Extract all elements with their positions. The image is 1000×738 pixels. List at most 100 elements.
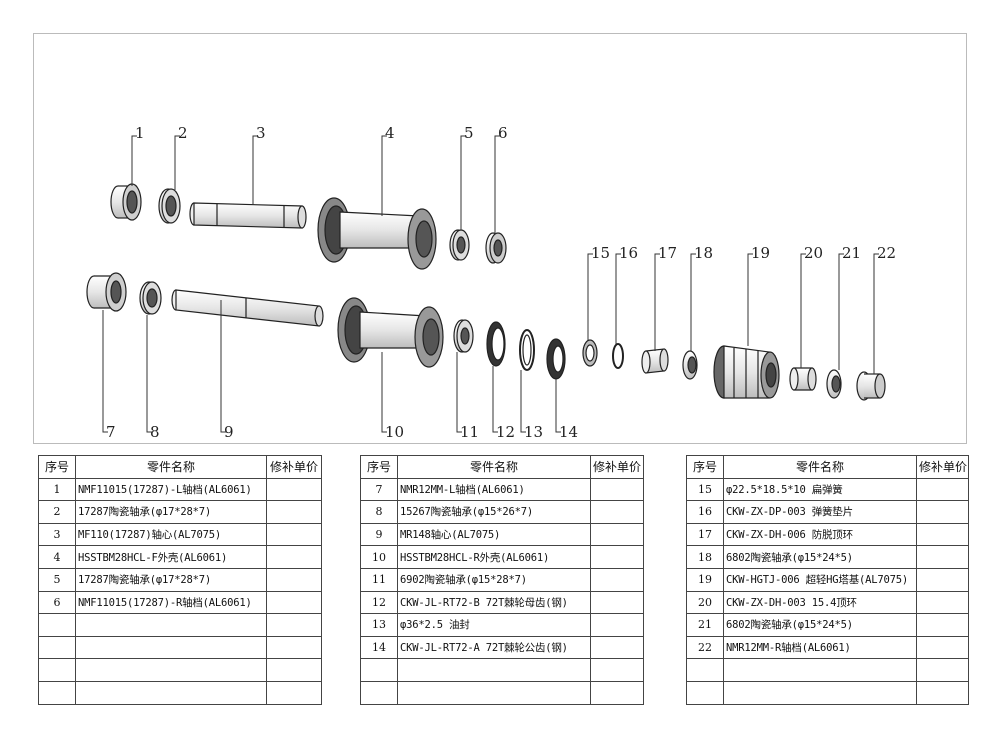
table-header-row: 序号 零件名称 修补单价 bbox=[38, 455, 322, 479]
callout-15: 15 bbox=[591, 244, 610, 262]
table-header-row: 序号 零件名称 修补单价 bbox=[686, 455, 969, 479]
row-price bbox=[266, 635, 322, 660]
callout-7: 7 bbox=[106, 423, 116, 441]
part-18-bearing bbox=[682, 350, 698, 380]
row-name: φ36*2.5 油封 bbox=[397, 613, 591, 637]
row-name bbox=[397, 658, 591, 682]
row-name: NMR12MM-L轴档(AL6061) bbox=[397, 477, 591, 502]
row-name: CKW-HGTJ-006 超轻HG塔基(AL7075) bbox=[723, 567, 917, 592]
row-name: MR148轴心(AL7075) bbox=[397, 522, 591, 547]
part-2-bearing bbox=[158, 188, 181, 224]
callout-13: 13 bbox=[524, 423, 543, 441]
row-price bbox=[266, 567, 322, 592]
row-price bbox=[266, 658, 322, 682]
part-8-bearing bbox=[139, 281, 162, 315]
part-14-ratchet-male bbox=[546, 338, 566, 380]
part-19-freehub-body bbox=[713, 345, 780, 399]
row-price bbox=[916, 567, 969, 592]
row-name: φ22.5*18.5*10 扁弹簧 bbox=[723, 477, 917, 502]
callout-9: 9 bbox=[224, 423, 234, 441]
callout-1: 1 bbox=[135, 124, 145, 142]
table-row bbox=[686, 658, 969, 682]
leader-lines bbox=[102, 135, 879, 433]
row-no: 11 bbox=[360, 567, 398, 592]
row-no bbox=[360, 658, 398, 682]
row-no: 1 bbox=[38, 477, 76, 502]
row-name: CKW-ZX-DH-006 防脱顶环 bbox=[723, 522, 917, 547]
row-no: 22 bbox=[686, 635, 724, 660]
row-no: 2 bbox=[38, 500, 76, 524]
part-1-end-cap-left bbox=[110, 183, 142, 221]
row-name: HSSTBM28HCL-F外壳(AL6061) bbox=[75, 545, 267, 569]
callout-17: 17 bbox=[658, 244, 677, 262]
header-no: 序号 bbox=[38, 455, 76, 479]
header-price: 修补单价 bbox=[916, 455, 969, 479]
row-name: 17287陶瓷轴承(φ17*28*7) bbox=[75, 567, 267, 592]
row-price bbox=[590, 477, 644, 502]
row-price bbox=[916, 680, 969, 705]
row-name: CKW-ZX-DH-003 15.4顶环 bbox=[723, 590, 917, 615]
row-name: NMR12MM-R轴档(AL6061) bbox=[723, 635, 917, 660]
part-21-bearing bbox=[826, 369, 842, 399]
row-name: CKW-JL-RT72-B 72T棘轮母齿(钢) bbox=[397, 590, 591, 615]
row-no: 18 bbox=[686, 545, 724, 569]
callout-8: 8 bbox=[150, 423, 160, 441]
row-price bbox=[590, 613, 644, 637]
row-price bbox=[266, 590, 322, 615]
row-no: 6 bbox=[38, 590, 76, 615]
row-price bbox=[916, 522, 969, 547]
row-price bbox=[266, 613, 322, 637]
header-name: 零件名称 bbox=[397, 455, 591, 479]
callout-19: 19 bbox=[751, 244, 770, 262]
row-price bbox=[590, 658, 644, 682]
row-no bbox=[38, 613, 76, 637]
callout-12: 12 bbox=[496, 423, 515, 441]
part-22-end-cap-right bbox=[856, 371, 886, 401]
row-name bbox=[75, 635, 267, 660]
callout-4: 4 bbox=[385, 124, 395, 142]
row-no: 21 bbox=[686, 613, 724, 637]
row-price bbox=[266, 500, 322, 524]
table-row bbox=[360, 680, 644, 705]
row-no bbox=[360, 680, 398, 705]
table-row bbox=[38, 635, 322, 660]
row-price bbox=[916, 635, 969, 660]
row-name: NMF11015(17287)-R轴档(AL6061) bbox=[75, 590, 267, 615]
row-no: 13 bbox=[360, 613, 398, 637]
row-no: 20 bbox=[686, 590, 724, 615]
part-13-oil-seal bbox=[519, 329, 535, 371]
row-price bbox=[916, 545, 969, 569]
row-no bbox=[38, 658, 76, 682]
callout-10: 10 bbox=[385, 423, 404, 441]
row-name: 6802陶瓷轴承(φ15*24*5) bbox=[723, 613, 917, 637]
row-price bbox=[590, 567, 644, 592]
row-name bbox=[723, 680, 917, 705]
row-name: CKW-ZX-DP-003 弹簧垫片 bbox=[723, 500, 917, 524]
callout-21: 21 bbox=[842, 244, 861, 262]
row-price bbox=[590, 500, 644, 524]
part-20-top-ring bbox=[789, 367, 817, 391]
row-price bbox=[266, 477, 322, 502]
row-no bbox=[38, 635, 76, 660]
row-price bbox=[590, 680, 644, 705]
callout-2: 2 bbox=[178, 124, 188, 142]
row-name: CKW-JL-RT72-A 72T棘轮公齿(钢) bbox=[397, 635, 591, 660]
header-name: 零件名称 bbox=[723, 455, 917, 479]
row-no: 7 bbox=[360, 477, 398, 502]
part-9-axle bbox=[171, 289, 324, 327]
row-name bbox=[397, 680, 591, 705]
table-row bbox=[686, 680, 969, 705]
row-name: HSSTBM28HCL-R外壳(AL6061) bbox=[397, 545, 591, 569]
